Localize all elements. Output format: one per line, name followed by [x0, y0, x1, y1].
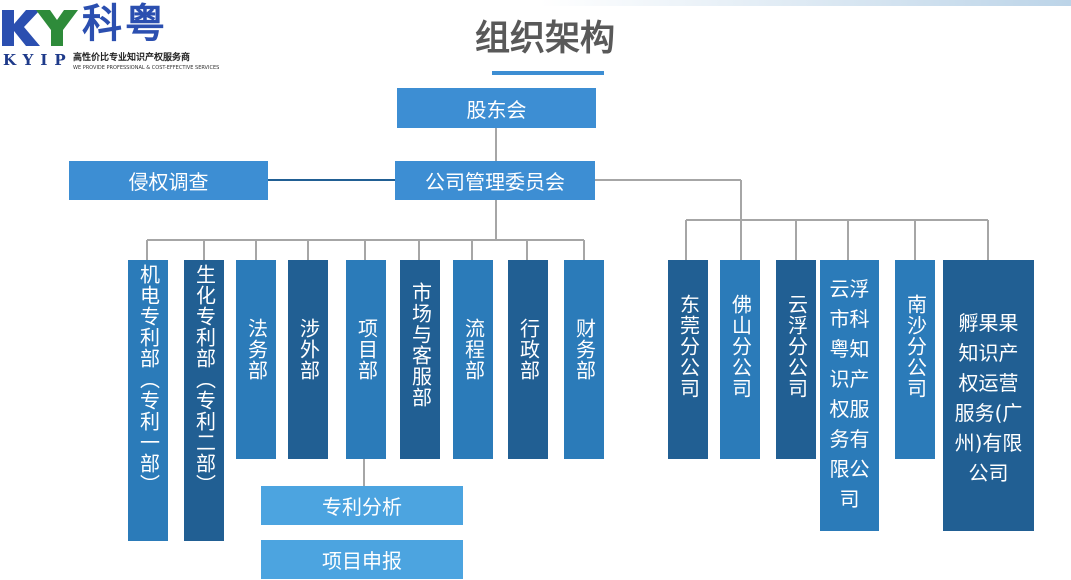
dept-foreign-affairs: 涉外部 — [288, 260, 328, 459]
dept-label: 法务部 — [244, 318, 269, 381]
branch-dongguan: 东莞分公司 — [668, 260, 708, 459]
dept-administration: 行政部 — [508, 260, 548, 459]
company-logo: 科粤 KYIP 高性价比专业知识产权服务商 WE PROVIDE PROFESS… — [0, 0, 219, 80]
branch-label: 云浮分公司 — [784, 294, 809, 399]
dept-process: 流程部 — [453, 260, 493, 459]
branch-fuguoguo-ip-operation: 孵果果知识产权运营服务(广州)有限公司 — [943, 260, 1034, 531]
dept-legal: 法务部 — [236, 260, 276, 459]
dept-label: 行政部 — [516, 318, 541, 381]
node-infringement-investigation: 侵权调查 — [69, 161, 268, 200]
dept-marketing-service: 市场与客服部 — [400, 260, 440, 459]
branch-label: 南沙分公司 — [903, 294, 928, 399]
node-patent-analysis: 专利分析 — [261, 486, 463, 525]
branch-label: 佛山分公司 — [728, 294, 753, 399]
dept-label: 流程部 — [461, 318, 486, 381]
logo-english-name: KYIP — [3, 51, 73, 69]
node-shareholders: 股东会 — [397, 88, 596, 128]
branch-nansha: 南沙分公司 — [895, 260, 935, 459]
branch-yunfu-keyue-ip-company: 云浮市科粤知识产权服务有限公司 — [820, 260, 879, 531]
page-title: 组织架构 — [474, 19, 615, 59]
logo-chinese-name: 科粤 — [82, 1, 168, 47]
dept-biochem-patent: 生化专利部（专利二部） — [184, 260, 224, 541]
dept-mechanical-patent: 机电专利部（专利一部） — [128, 260, 168, 541]
kyip-logo-icon — [2, 10, 78, 46]
dept-label: 机电专利部（专利一部） — [136, 264, 161, 495]
node-project-application: 项目申报 — [261, 540, 463, 579]
logo-slogan-english: WE PROVIDE PROFESSIONAL & COST-EFFECTIVE… — [73, 65, 220, 71]
branch-label: 东莞分公司 — [676, 294, 701, 399]
branch-foshan: 佛山分公司 — [720, 260, 760, 459]
dept-finance: 财务部 — [564, 260, 604, 459]
branch-yunfu: 云浮分公司 — [776, 260, 816, 459]
dept-label: 项目部 — [354, 318, 379, 381]
dept-label: 生化专利部（专利二部） — [192, 264, 217, 495]
dept-projects: 项目部 — [346, 260, 386, 459]
logo-slogan: 高性价比专业知识产权服务商 — [73, 53, 191, 63]
header-accent-bar — [540, 0, 1071, 6]
node-management-committee: 公司管理委员会 — [395, 161, 595, 200]
title-underline — [492, 71, 604, 75]
dept-label: 财务部 — [572, 318, 597, 381]
dept-label: 市场与客服部 — [408, 282, 433, 408]
dept-label: 涉外部 — [296, 318, 321, 381]
